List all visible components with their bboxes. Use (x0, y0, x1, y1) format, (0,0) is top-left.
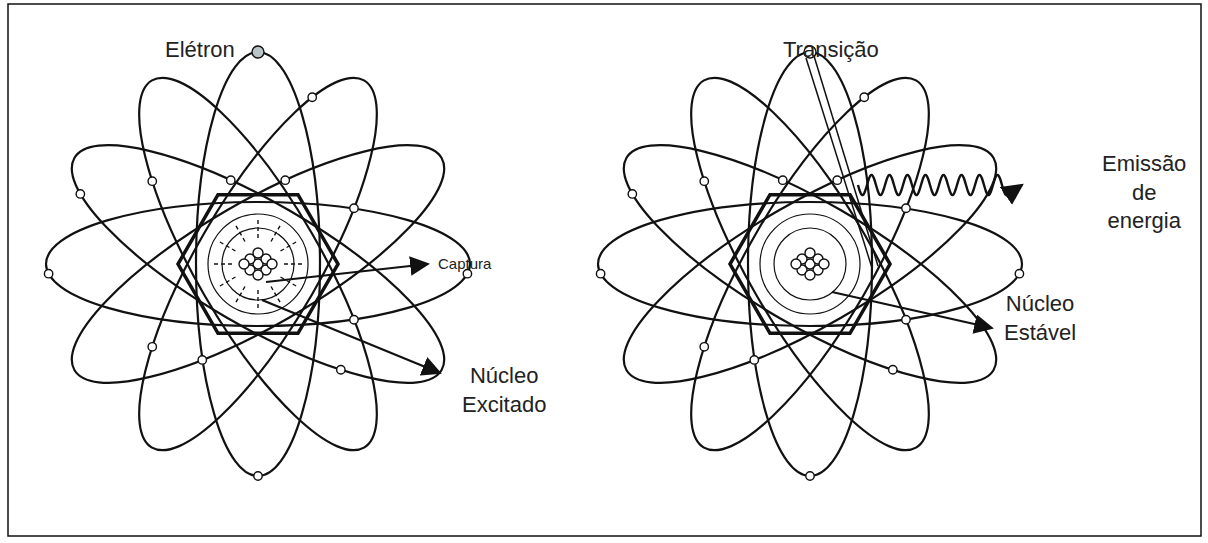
excitation-mark (218, 241, 235, 251)
electron (148, 343, 156, 351)
electron (350, 316, 358, 324)
capture-pointer (266, 264, 428, 282)
inner-orbit (774, 228, 846, 300)
electron (700, 177, 708, 185)
electron (227, 176, 235, 184)
electron (252, 46, 264, 58)
electron (198, 356, 206, 364)
frame (8, 4, 1201, 536)
electron (779, 176, 787, 184)
inner-shell (178, 195, 338, 334)
nucleus-pointer (262, 300, 440, 373)
nucleus-pointer (832, 292, 992, 328)
nucleon (267, 259, 277, 269)
nucleon (239, 259, 249, 269)
electron (337, 366, 345, 374)
atom-heading: Elétron (165, 36, 235, 65)
excitation-mark (235, 287, 245, 304)
orbit (650, 49, 969, 478)
inner-orbit (222, 228, 294, 300)
electron (833, 176, 841, 184)
excitation-mark (257, 218, 258, 238)
excitation-mark (271, 224, 281, 241)
inner-shell (730, 195, 890, 334)
atom (595, 46, 1024, 480)
electron (254, 472, 262, 480)
excitation-mark (281, 241, 298, 251)
electron (860, 93, 868, 101)
electron (1015, 269, 1023, 277)
nucleus-label: Núcleo Excitado (462, 362, 546, 419)
electron (281, 176, 289, 184)
electron (902, 316, 910, 324)
electron (308, 93, 316, 101)
nucleon (805, 248, 815, 258)
electron (148, 177, 156, 185)
atom (43, 46, 472, 480)
nucleon (805, 270, 815, 280)
excitation-mark (218, 277, 235, 287)
electron (889, 366, 897, 374)
nucleon (819, 259, 829, 269)
electron (596, 269, 604, 277)
electron (44, 269, 52, 277)
electron (902, 204, 910, 212)
electron (806, 472, 814, 480)
orbit (46, 202, 470, 326)
electron (628, 190, 636, 198)
excitation-mark (257, 290, 258, 310)
atom-heading: Transição (783, 36, 879, 65)
process-label: Captura (438, 254, 491, 274)
transition-line (814, 56, 878, 266)
nucleus-label: Núcleo Estável (1004, 290, 1076, 347)
inner-orbit (760, 214, 860, 314)
nucleon (253, 248, 263, 258)
excitation-mark (271, 287, 281, 304)
energy-wave (858, 175, 1022, 195)
electron (76, 190, 84, 198)
nucleon (791, 259, 801, 269)
nucleon (253, 270, 263, 280)
orbit (598, 202, 1022, 326)
orbit (196, 52, 320, 476)
electron (700, 343, 708, 351)
energy-label: Emissão de energia (1102, 150, 1186, 236)
inner-orbit (208, 214, 308, 314)
electron (750, 356, 758, 364)
excitation-mark (212, 263, 232, 264)
orbit (98, 49, 417, 478)
excitation-mark (284, 263, 304, 264)
orbit (748, 52, 872, 476)
transition-line (806, 58, 872, 268)
electron (350, 204, 358, 212)
excitation-mark (235, 224, 245, 241)
